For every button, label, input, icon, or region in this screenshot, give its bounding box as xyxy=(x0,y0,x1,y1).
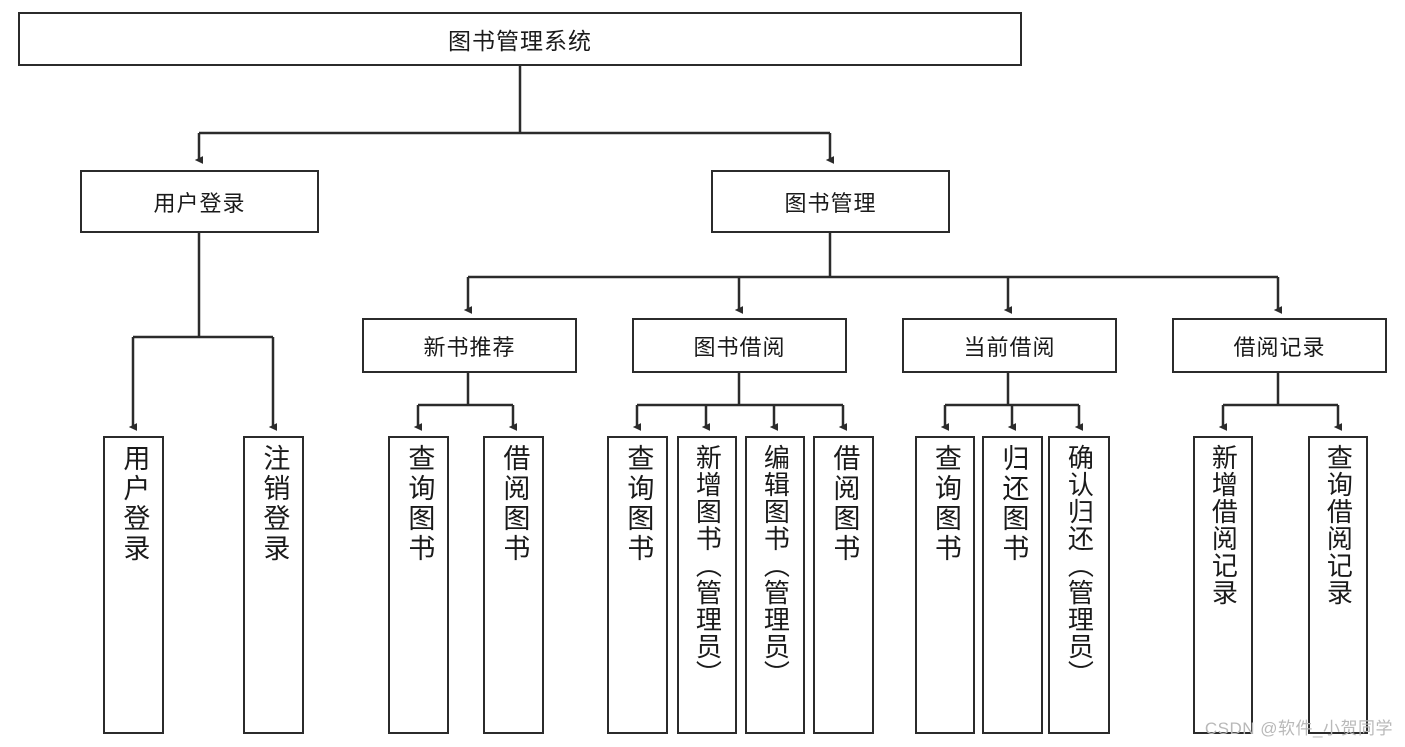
leaf-book-borrow-query[interactable]: 查询图书 xyxy=(607,436,668,734)
leaf-label: 归还图书 xyxy=(998,444,1029,564)
leaf-label: 注销登录 xyxy=(259,444,290,564)
leaf-label: 编辑图书（管理员） xyxy=(760,444,791,687)
node-book-management[interactable]: 图书管理 xyxy=(711,170,950,233)
leaf-current-borrow-query[interactable]: 查询图书 xyxy=(915,436,975,734)
watermark-text: CSDN @软件_小贺同学 xyxy=(1204,719,1393,738)
node-borrow-record[interactable]: 借阅记录 xyxy=(1172,318,1387,373)
leaf-label: 新增图书（管理员） xyxy=(692,444,723,687)
leaf-book-borrow-borrow[interactable]: 借阅图书 xyxy=(813,436,874,734)
node-root-system[interactable]: 图书管理系统 xyxy=(18,12,1022,66)
leaf-new-book-query[interactable]: 查询图书 xyxy=(388,436,449,734)
leaf-label: 新增借阅记录 xyxy=(1208,444,1239,606)
node-book-borrow[interactable]: 图书借阅 xyxy=(632,318,847,373)
node-user-login[interactable]: 用户登录 xyxy=(80,170,319,233)
leaf-new-book-borrow[interactable]: 借阅图书 xyxy=(483,436,544,734)
node-current-borrow[interactable]: 当前借阅 xyxy=(902,318,1117,373)
leaf-label: 查询图书 xyxy=(404,444,435,564)
leaf-label: 用户登录 xyxy=(119,444,150,564)
leaf-user-login-logout[interactable]: 注销登录 xyxy=(243,436,304,734)
leaf-current-borrow-confirm[interactable]: 确认归还（管理员） xyxy=(1048,436,1110,734)
leaf-label: 确认归还（管理员） xyxy=(1064,444,1095,687)
leaf-label: 借阅图书 xyxy=(499,444,530,564)
leaf-label: 查询图书 xyxy=(930,444,961,564)
leaf-label: 查询借阅记录 xyxy=(1323,444,1354,606)
leaf-book-borrow-edit[interactable]: 编辑图书（管理员） xyxy=(745,436,805,734)
leaf-borrow-record-add[interactable]: 新增借阅记录 xyxy=(1193,436,1253,734)
leaf-book-borrow-add[interactable]: 新增图书（管理员） xyxy=(677,436,737,734)
leaf-current-borrow-return[interactable]: 归还图书 xyxy=(982,436,1043,734)
leaf-borrow-record-query[interactable]: 查询借阅记录 xyxy=(1308,436,1368,734)
leaf-label: 查询图书 xyxy=(623,444,654,564)
node-new-book-recommend[interactable]: 新书推荐 xyxy=(362,318,577,373)
leaf-user-login-login[interactable]: 用户登录 xyxy=(103,436,164,734)
leaf-label: 借阅图书 xyxy=(829,444,860,564)
